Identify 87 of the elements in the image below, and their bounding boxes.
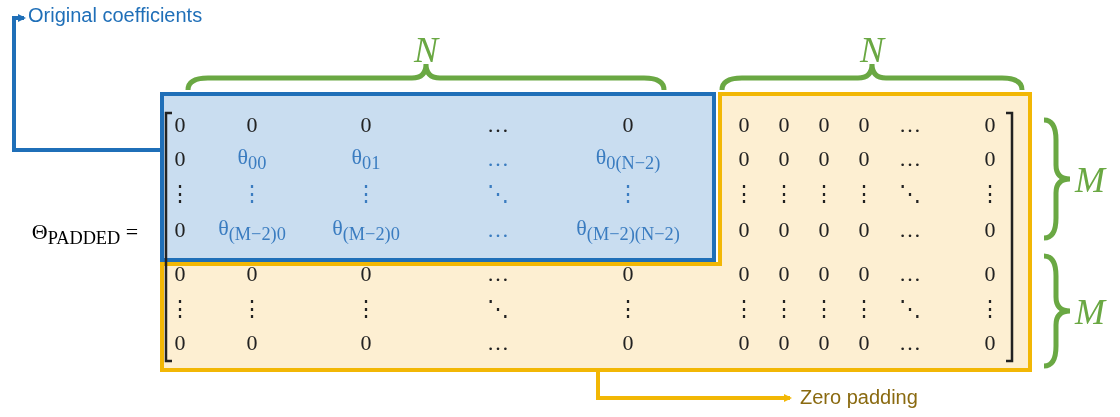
matrix-entry: 0 bbox=[858, 114, 870, 136]
matrix-entry: ⋮ bbox=[773, 298, 795, 320]
matrix-entry: ⋮ bbox=[241, 183, 263, 205]
matrix-entry: 0 bbox=[984, 263, 996, 285]
highlight-box bbox=[160, 92, 716, 262]
matrix-entry: … bbox=[487, 332, 509, 354]
matrix-entry: 0 bbox=[818, 332, 830, 354]
dimension-label: N bbox=[860, 32, 884, 68]
matrix-entry: 0 bbox=[360, 114, 372, 136]
matrix-entry: 0 bbox=[858, 148, 870, 170]
matrix-entry: 0 bbox=[984, 332, 996, 354]
leader-line bbox=[596, 372, 792, 402]
matrix-entry: θ$_{0(N−2)}$ bbox=[595, 145, 661, 173]
matrix-entry: ⋮ bbox=[853, 298, 875, 320]
matrix-entry: 0 bbox=[984, 219, 996, 241]
matrix-entry: 0 bbox=[174, 219, 186, 241]
dimension-label: N bbox=[414, 32, 438, 68]
matrix-entry: 0 bbox=[246, 263, 258, 285]
matrix-entry: 0 bbox=[738, 263, 750, 285]
matrix-entry: ⋮ bbox=[733, 298, 755, 320]
matrix-entry: ⋮ bbox=[813, 183, 835, 205]
matrix-entry: … bbox=[899, 114, 921, 136]
matrix-entry: 0 bbox=[738, 148, 750, 170]
leader-line bbox=[12, 14, 160, 152]
matrix-entry: 0 bbox=[246, 332, 258, 354]
matrix-entry: ⋮ bbox=[617, 298, 639, 320]
matrix-entry: 0 bbox=[622, 114, 634, 136]
matrix-entry: 0 bbox=[858, 263, 870, 285]
matrix-entry: 0 bbox=[818, 114, 830, 136]
matrix-entry: 0 bbox=[360, 263, 372, 285]
matrix-entry: 0 bbox=[818, 263, 830, 285]
matrix-entry: ⋮ bbox=[241, 298, 263, 320]
matrix-entry: 0 bbox=[778, 332, 790, 354]
matrix-entry: … bbox=[899, 219, 921, 241]
matrix-entry: 0 bbox=[174, 114, 186, 136]
matrix-entry: ⋮ bbox=[169, 183, 191, 205]
matrix-entry: … bbox=[899, 332, 921, 354]
matrix-entry: ⋮ bbox=[853, 183, 875, 205]
matrix-entry: … bbox=[487, 219, 509, 241]
dimension-label: M bbox=[1075, 294, 1105, 330]
matrix-entry: 0 bbox=[818, 148, 830, 170]
matrix-entry: 0 bbox=[622, 332, 634, 354]
matrix-entry: θ$_{00}$ bbox=[237, 145, 267, 173]
matrix-entry: 0 bbox=[858, 332, 870, 354]
matrix-entry: ⋱ bbox=[899, 183, 921, 205]
matrix-entry: ⋮ bbox=[979, 183, 1001, 205]
matrix-name: Θ$_{PADDED}$ = bbox=[31, 220, 139, 248]
matrix-entry: … bbox=[899, 263, 921, 285]
matrix-entry: 0 bbox=[818, 219, 830, 241]
matrix-entry: 0 bbox=[778, 114, 790, 136]
matrix-entry: 0 bbox=[174, 148, 186, 170]
matrix-entry: 0 bbox=[738, 219, 750, 241]
callout-text: Original coefficients bbox=[28, 4, 203, 27]
matrix-entry: … bbox=[487, 263, 509, 285]
dimension-label: M bbox=[1075, 162, 1105, 198]
matrix-entry: ⋱ bbox=[487, 298, 509, 320]
matrix-entry: ⋮ bbox=[813, 298, 835, 320]
matrix-entry: ⋮ bbox=[773, 183, 795, 205]
matrix-entry: 0 bbox=[984, 114, 996, 136]
matrix-entry: ⋮ bbox=[355, 183, 377, 205]
matrix-entry: … bbox=[487, 114, 509, 136]
matrix-entry: ⋮ bbox=[355, 298, 377, 320]
matrix-entry: 0 bbox=[622, 263, 634, 285]
matrix-entry: 0 bbox=[778, 263, 790, 285]
matrix-entry: 0 bbox=[246, 114, 258, 136]
matrix-entry: 0 bbox=[360, 332, 372, 354]
matrix-entry: θ$_{(M−2)0}$ bbox=[218, 216, 286, 244]
matrix-entry: … bbox=[899, 148, 921, 170]
matrix-entry: 0 bbox=[778, 219, 790, 241]
matrix-entry: 0 bbox=[778, 148, 790, 170]
matrix-entry: 0 bbox=[738, 114, 750, 136]
matrix-entry: ⋮ bbox=[169, 298, 191, 320]
matrix-entry: θ$_{(M−2)(N−2)}$ bbox=[576, 216, 680, 244]
matrix-entry: 0 bbox=[174, 332, 186, 354]
matrix-entry: θ$_{01}$ bbox=[351, 145, 381, 173]
matrix-entry: 0 bbox=[738, 332, 750, 354]
matrix-entry: θ$_{(M−2)0}$ bbox=[332, 216, 400, 244]
matrix-entry: ⋮ bbox=[733, 183, 755, 205]
matrix-entry: 0 bbox=[984, 148, 996, 170]
matrix-entry: ⋱ bbox=[487, 183, 509, 205]
matrix-entry: ⋮ bbox=[979, 298, 1001, 320]
matrix-entry: 0 bbox=[858, 219, 870, 241]
matrix-entry: ⋱ bbox=[899, 298, 921, 320]
matrix-entry: … bbox=[487, 148, 509, 170]
matrix-entry: 0 bbox=[174, 263, 186, 285]
matrix-entry: ⋮ bbox=[617, 183, 639, 205]
callout-text: Zero padding bbox=[800, 386, 918, 409]
